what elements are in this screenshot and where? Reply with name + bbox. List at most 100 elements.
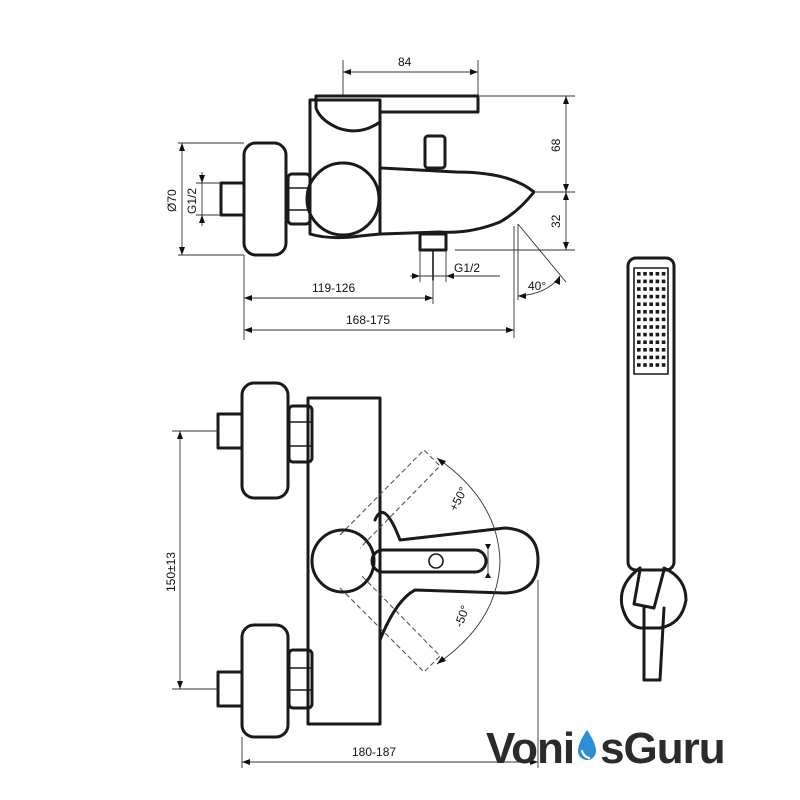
lower-flange [240,623,290,739]
dim-depth-inlet-label: 119-126 [312,281,355,295]
spray-nozzle [655,348,660,352]
spray-nozzle [661,294,666,299]
shower-hose-connector [642,606,666,682]
spray-nozzle [649,294,653,299]
spray-nozzle [655,287,660,291]
spray-nozzle [637,355,641,360]
lower-hex-nut [287,648,314,710]
spout [378,166,536,236]
lever-top-view [373,511,540,642]
spray-nozzle [637,287,641,291]
spray-nozzle [637,279,641,284]
spray-nozzle [643,348,647,352]
spray-nozzle [655,317,660,322]
dim-outlet-thread-label: G1/2 [454,261,480,275]
dim-body-diameter-label: Ø70 [165,189,179,212]
spray-nozzle [661,317,666,322]
spray-nozzle [649,363,653,367]
dim-top-width-label: 84 [398,55,412,69]
spray-nozzle [661,287,666,291]
body-round [305,161,381,237]
spray-nozzle [661,325,666,329]
spray-nozzle [643,272,647,276]
inlet-stub [219,181,246,217]
spray-nozzle [649,332,653,337]
spray-nozzle [655,332,660,337]
spray-nozzle [637,363,641,367]
spray-nozzle [661,363,666,367]
shower-head-body [626,256,676,572]
spray-nozzle [661,355,666,360]
spray-nozzle [649,348,653,352]
spray-nozzle [643,325,647,329]
spray-nozzle-grid [637,272,666,367]
spray-nozzle [661,302,666,306]
spray-nozzle [643,294,647,299]
spray-nozzle [637,317,641,322]
diverter-knob [423,134,447,170]
shower-spray-face [633,267,669,375]
spray-nozzle [643,279,647,284]
wall-flange [242,141,288,257]
lever-hub [310,528,376,594]
mixer-body [308,98,382,240]
water-drop-icon [574,726,600,776]
spray-nozzle [649,287,653,291]
side-view: 84 68 32 Ø70 G1/2 G1/2 [165,55,575,340]
mixer-body-front [306,396,382,726]
dim-height-upper-label: 68 [549,138,563,152]
spray-nozzle [661,310,666,314]
wall-bracket [619,566,688,630]
spray-nozzle [655,302,660,306]
dim-spout-angle-label: 40° [528,279,546,293]
spray-nozzle [643,287,647,291]
handle-position-down [339,573,441,673]
spray-nozzle [637,348,641,352]
dim-projection-label: 180-187 [352,745,396,759]
spray-nozzle [643,363,647,367]
shower-outlet [418,232,448,252]
spray-nozzle [661,272,666,276]
lever-arm [370,548,488,574]
spray-nozzle [649,279,653,284]
spray-nozzle [655,340,660,344]
rotation-arc [436,457,501,665]
spray-nozzle [643,317,647,322]
upper-flange [240,381,290,500]
spray-nozzle [649,317,653,322]
spray-nozzle [649,355,653,360]
dim-inlet-thread-label: G1/2 [185,188,199,214]
brand-name-part1: Voni [486,724,575,773]
lower-inlet-stub [216,670,244,708]
spray-nozzle [637,272,641,276]
spray-nozzle [661,332,666,337]
lever-handle [314,94,480,133]
spray-nozzle [643,332,647,337]
spray-nozzle [643,302,647,306]
upper-hex-nut [287,404,314,464]
spray-nozzle [655,279,660,284]
bracket-holder [632,568,666,610]
spray-nozzle [637,325,641,329]
spray-nozzle [655,363,660,367]
spray-nozzle [649,310,653,314]
spray-nozzle [637,302,641,306]
spray-nozzle [643,355,647,360]
spray-nozzle [643,340,647,344]
dim-centers-label: 150±13 [164,552,178,592]
spray-nozzle [649,302,653,306]
spray-nozzle [661,348,666,352]
handle-position-up [339,449,441,549]
upper-inlet-stub [216,412,244,450]
spray-nozzle [655,272,660,276]
spray-nozzle [661,279,666,284]
dim-depth-total-label: 168-175 [346,313,390,327]
dim-rotation-down-label: -50° [452,603,473,629]
spray-nozzle [637,310,641,314]
spray-nozzle [649,340,653,344]
brand-name-part3: Guru [623,724,726,773]
spray-nozzle [655,325,660,329]
